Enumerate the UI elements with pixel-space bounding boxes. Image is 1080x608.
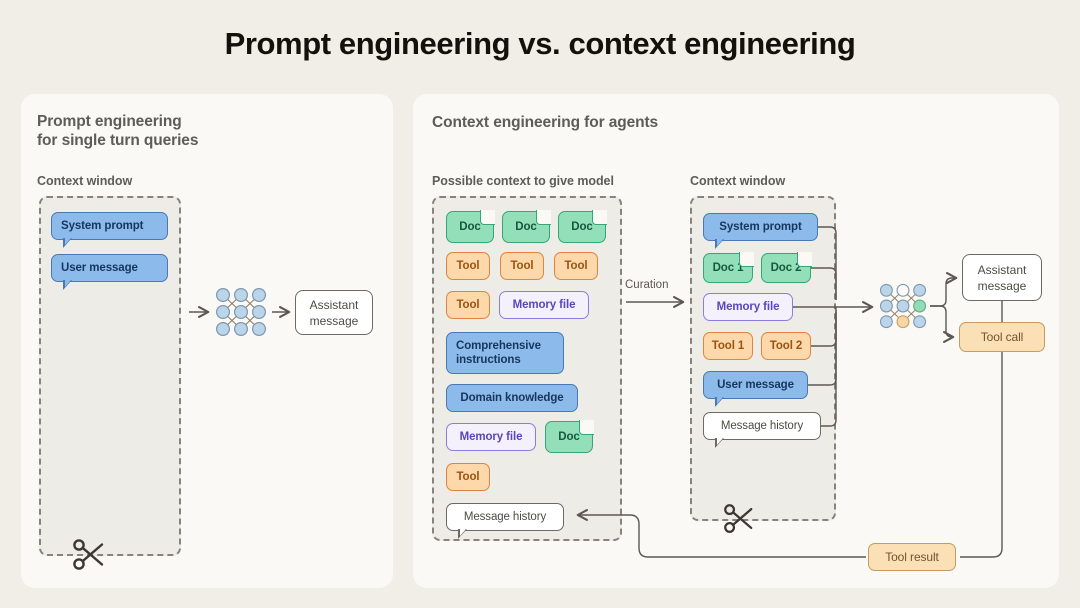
neural-network-icon [215,287,266,336]
chip-label: User message [717,378,794,391]
chip-tool-3[interactable]: Tool [554,252,598,280]
chip-message-history-possible[interactable]: Message history [446,503,564,539]
chip-ctx-tool-1[interactable]: Tool 1 [703,332,753,360]
chip-label: Memory file [716,300,780,313]
tool-call-box[interactable]: Tool call [959,322,1045,352]
chip-label: Tool 2 [769,339,803,352]
doc-fold-icon [738,252,754,268]
chip-ctx-system-prompt[interactable]: System prompt [703,213,818,249]
chip-comprehensive-instructions[interactable]: Comprehensive instructions [446,332,564,374]
chip-label: Tool result [885,549,939,564]
chip-label: Tool [510,259,534,272]
assistant-message-line1: Assistant [309,297,359,312]
doc-fold-icon [535,210,551,226]
left-context-window [39,196,181,556]
chip-label: System prompt [61,219,144,232]
neural-network-icon [879,283,927,329]
chip-doc-4[interactable]: Doc [545,420,594,453]
chip-doc-1[interactable]: Doc [446,210,495,243]
chip-ctx-tool-2[interactable]: Tool 2 [761,332,811,360]
chip-label: Tool [456,259,480,272]
chip-label: User message [61,261,138,274]
doc-fold-icon [578,420,594,436]
chip-tool-2[interactable]: Tool [500,252,544,280]
chip-system-prompt[interactable]: System prompt [51,212,168,248]
chip-label: Doc [571,220,593,233]
chip-label: Memory file [512,298,576,311]
assistant-message-line1: Assistant [977,262,1027,277]
chip-label: Tool [456,470,480,483]
chip-label: Message history [463,510,547,523]
left-panel-title-line1: Prompt engineering [37,113,182,130]
doc-fold-icon [591,210,607,226]
chip-label: Tool [564,259,588,272]
chip-label: Comprehensive instructions [456,340,541,366]
chip-ctx-user-message[interactable]: User message [703,371,808,407]
right-panel-title: Context engineering for agents [432,114,659,131]
chip-tool-5[interactable]: Tool [446,463,490,491]
chip-ctx-memory-file[interactable]: Memory file [703,293,793,321]
chip-label: Tool [456,298,480,311]
possible-context-label: Possible context to give model [432,174,614,188]
chip-label: System prompt [719,220,802,233]
chip-label: Memory file [459,430,523,443]
chip-label: Message history [720,419,804,432]
chip-ctx-message-history[interactable]: Message history [703,412,821,448]
left-assistant-message-box: Assistant message [295,290,373,335]
scissors-icon [73,539,104,570]
chip-label: Tool 1 [711,339,745,352]
chip-tool-1[interactable]: Tool [446,252,490,280]
chip-user-message[interactable]: User message [51,254,168,290]
chip-label: Doc 2 [770,261,802,274]
chip-tool-4[interactable]: Tool [446,291,490,319]
chip-label: Tool call [980,329,1024,344]
chip-memory-file-1[interactable]: Memory file [499,291,589,319]
left-panel-title-line2: for single turn queries [37,132,199,149]
chip-label: Domain knowledge [460,391,564,404]
chip-memory-file-2[interactable]: Memory file [446,423,536,451]
chip-doc-2[interactable]: Doc [502,210,551,243]
tool-result-box[interactable]: Tool result [868,543,956,571]
left-context-window-label: Context window [37,174,133,188]
doc-fold-icon [479,210,495,226]
assistant-message-line2: message [309,313,359,328]
left-panel-title: Prompt engineering for single turn queri… [37,112,337,150]
chip-label: Doc [459,220,481,233]
chip-ctx-doc-2[interactable]: Doc 2 [761,252,812,283]
chip-ctx-doc-1[interactable]: Doc 1 [703,252,754,283]
doc-fold-icon [796,252,812,268]
chip-domain-knowledge[interactable]: Domain knowledge [446,384,578,412]
scissors-icon [724,504,753,533]
assistant-message-line2: message [977,278,1027,293]
chip-label: Doc 1 [712,261,744,274]
right-context-window-label: Context window [690,174,786,188]
chip-label: Doc [558,430,580,443]
curation-label: Curation [625,279,669,291]
right-assistant-message-box: Assistant message [962,254,1042,301]
chip-label: Doc [515,220,537,233]
chip-doc-3[interactable]: Doc [558,210,607,243]
page-title: Prompt engineering vs. context engineeri… [224,26,856,61]
